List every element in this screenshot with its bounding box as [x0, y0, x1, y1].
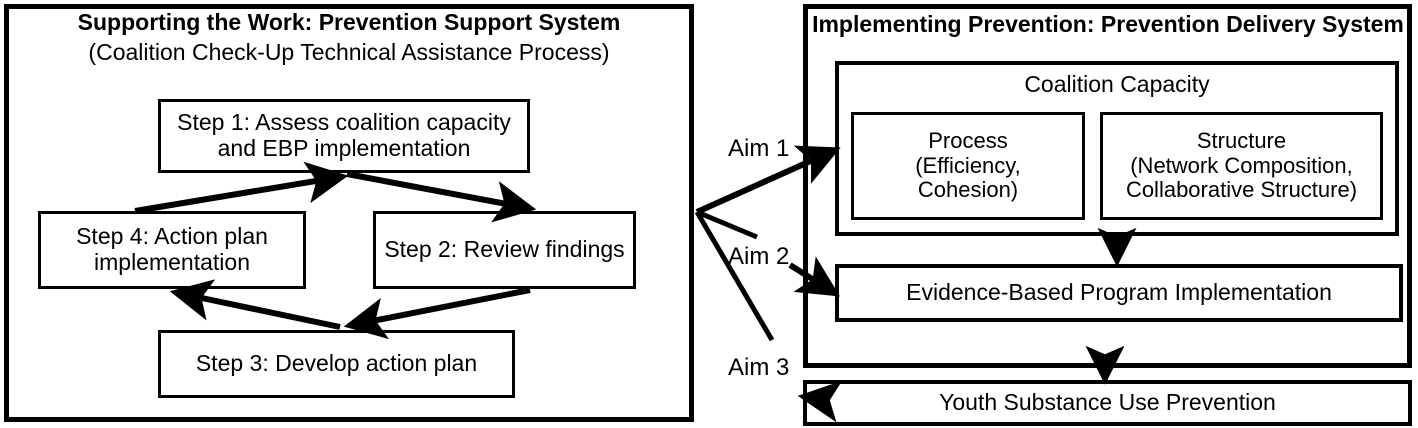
- aim-3-label: Aim 3: [728, 354, 790, 381]
- coalition-capacity-label: Coalition Capacity: [1024, 71, 1210, 97]
- step-2-label: Step 2: Review findings: [384, 236, 625, 263]
- step-4-label: Step 4: Action plan implementation: [41, 223, 303, 276]
- step-4-box[interactable]: Step 4: Action plan implementation: [38, 211, 306, 289]
- step-2-box[interactable]: Step 2: Review findings: [373, 211, 636, 289]
- structure-label-line1: Structure: [1196, 128, 1287, 154]
- process-label-line2: (Efficiency,: [915, 152, 1021, 178]
- process-box[interactable]: Process (Efficiency, Cohesion): [851, 112, 1085, 220]
- right-panel-title: Implementing Prevention: Prevention Deli…: [812, 11, 1404, 37]
- step-1-label-line1: Step 1: Assess coalition capacity: [177, 109, 511, 136]
- process-label-line3: Cohesion): [917, 177, 1019, 203]
- left-panel-title-line1: Supporting the Work: Prevention Support …: [77, 9, 621, 35]
- step-4-label-line2: implementation: [94, 249, 250, 275]
- process-label: Process (Efficiency, Cohesion): [854, 128, 1082, 203]
- process-label-line1: Process: [928, 128, 1008, 154]
- step-4-label-line1: Step 4: Action plan: [76, 223, 268, 250]
- aim-1-label: Aim 1: [728, 135, 790, 162]
- step-1-box[interactable]: Step 1: Assess coalition capacity and EB…: [158, 99, 530, 173]
- structure-label-line2: (Network Composition,: [1130, 152, 1353, 178]
- aim-2-label: Aim 2: [728, 243, 790, 270]
- youth-substance-use-prevention-box[interactable]: Youth Substance Use Prevention: [803, 380, 1412, 426]
- structure-label: Structure (Network Composition, Collabor…: [1103, 128, 1380, 203]
- step-3-box[interactable]: Step 3: Develop action plan: [158, 330, 515, 398]
- structure-box[interactable]: Structure (Network Composition, Collabor…: [1100, 112, 1383, 220]
- evidence-based-program-implementation-box[interactable]: Evidence-Based Program Implementation: [835, 264, 1403, 322]
- step-1-label-line2: and EBP implementation: [217, 135, 471, 161]
- step-3-label: Step 3: Develop action plan: [195, 350, 478, 377]
- evidence-based-program-implementation-label: Evidence-Based Program Implementation: [906, 279, 1332, 306]
- youth-substance-use-prevention-label: Youth Substance Use Prevention: [939, 389, 1276, 416]
- step-1-label: Step 1: Assess coalition capacity and EB…: [161, 109, 527, 162]
- structure-label-line3: Collaborative Structure): [1125, 177, 1358, 203]
- left-panel-title-line2: (Coalition Check-Up Technical Assistance…: [88, 39, 610, 65]
